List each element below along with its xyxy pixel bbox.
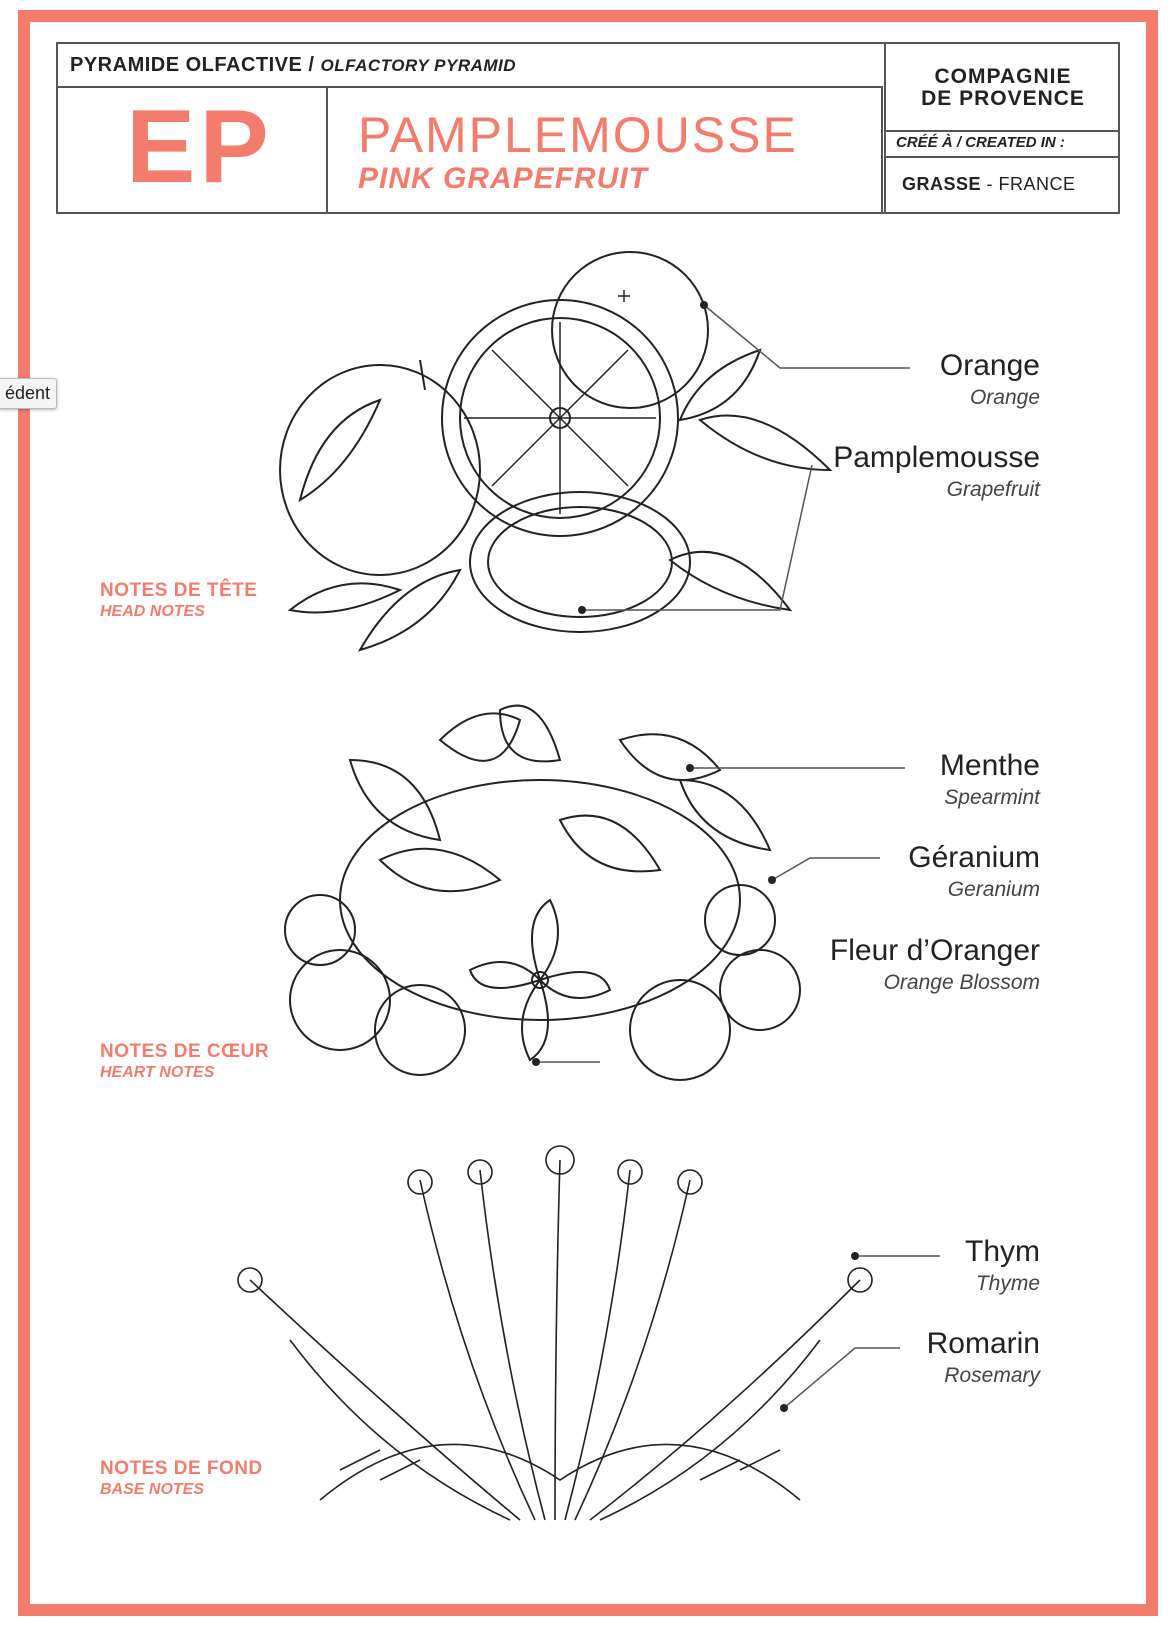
created-label-cell: CRÉÉ À / CREATED IN : — [884, 130, 1120, 158]
tier-head-fr: NOTES DE TÊTE — [100, 580, 258, 601]
tier-base: NOTES DE FOND BASE NOTES — [100, 1458, 263, 1500]
note-orange-blossom: Fleur d’Oranger Orange Blossom — [830, 933, 1040, 997]
created-label: CRÉÉ À / CREATED IN : — [896, 134, 1065, 151]
note-grapefruit-en: Grapefruit — [946, 478, 1040, 501]
brand-name: COMPAGNIE DE PROVENCE — [886, 66, 1120, 110]
note-geranium-fr: Géranium — [908, 841, 1040, 874]
brand-cell: COMPAGNIE DE PROVENCE — [884, 44, 1120, 130]
pyramid-title: PYRAMIDE OLFACTIVE / OLFACTORY PYRAMID — [70, 54, 516, 77]
note-romarin-en: Rosemary — [944, 1364, 1040, 1387]
note-romarin-fr: Romarin — [926, 1327, 1040, 1360]
note-orange-blossom-fr: Fleur d’Oranger — [829, 934, 1040, 967]
note-grapefruit-fr: Pamplemousse — [833, 441, 1040, 474]
note-orange-fr: Orange — [939, 349, 1040, 382]
note-thym-en: Thyme — [975, 1272, 1040, 1295]
origin-country: FRANCE — [998, 174, 1076, 194]
note-geranium-en: Geranium — [947, 878, 1040, 901]
note-orange: Orange Orange — [940, 348, 1040, 412]
leader-lines — [536, 304, 940, 1409]
code-cell: EP — [58, 86, 328, 212]
origin-separator: - — [981, 174, 999, 194]
tier-base-en: BASE NOTES — [100, 1481, 205, 1498]
tier-head-en: HEAD NOTES — [100, 603, 205, 620]
note-menthe-fr: Menthe — [939, 749, 1040, 782]
note-romarin: Romarin Rosemary — [927, 1326, 1040, 1390]
product-name-fr: PAMPLEMOUSSE — [358, 107, 798, 163]
header-table: PYRAMIDE OLFACTIVE / OLFACTORY PYRAMID E… — [56, 42, 1120, 214]
note-orange-en: Orange — [969, 386, 1040, 409]
tier-head: NOTES DE TÊTE HEAD NOTES — [100, 580, 257, 622]
note-menthe-en: Spearmint — [944, 786, 1040, 809]
leader-dots — [532, 301, 859, 1412]
note-menthe: Menthe Spearmint — [940, 748, 1040, 812]
tier-heart-fr: NOTES DE CŒUR — [100, 1041, 270, 1062]
product-code: EP — [126, 89, 273, 205]
floral-illustration — [284, 704, 801, 1081]
tier-base-fr: NOTES DE FOND — [100, 1458, 263, 1479]
origin-text: GRASSE - FRANCE — [902, 174, 1076, 195]
poster-frame — [18, 10, 1158, 1616]
header-top-row: PYRAMIDE OLFACTIVE / OLFACTORY PYRAMID — [58, 44, 883, 88]
origin-cell: GRASSE - FRANCE — [884, 156, 1120, 212]
note-grapefruit: Pamplemousse Grapefruit — [833, 440, 1040, 504]
name-cell: PAMPLEMOUSSE PINK GRAPEFRUIT — [328, 86, 883, 212]
tier-heart-en: HEART NOTES — [100, 1064, 215, 1081]
note-geranium: Géranium Geranium — [908, 840, 1040, 904]
brand-line-1: COMPAGNIE — [934, 65, 1072, 88]
flower-cluster-shape — [289, 949, 391, 1051]
note-thym: Thym Thyme — [965, 1234, 1040, 1298]
whole-orange-shape — [551, 251, 709, 409]
citrus-illustration — [279, 251, 833, 652]
origin-city: GRASSE — [902, 174, 982, 194]
product-name-en: PINK GRAPEFRUIT — [358, 162, 649, 195]
herb-illustration — [237, 1145, 873, 1521]
grapefruit-half-shape — [441, 299, 679, 537]
note-orange-blossom-en: Orange Blossom — [883, 971, 1040, 994]
orange-navel-icon — [618, 290, 630, 302]
grapefruit-slice-shape — [469, 491, 691, 633]
pyramid-title-fr: PYRAMIDE OLFACTIVE / — [70, 54, 315, 76]
tier-heart: NOTES DE CŒUR HEART NOTES — [100, 1041, 269, 1083]
previous-tooltip[interactable]: édent — [0, 378, 58, 409]
leaf-shape — [298, 398, 382, 503]
grapefruit-shape — [279, 364, 481, 576]
pyramid-title-en: OLFACTORY PYRAMID — [320, 56, 517, 75]
note-thym-fr: Thym — [965, 1235, 1040, 1268]
brand-line-2: DE PROVENCE — [921, 87, 1085, 110]
orange-blossom-shape — [468, 898, 612, 1062]
